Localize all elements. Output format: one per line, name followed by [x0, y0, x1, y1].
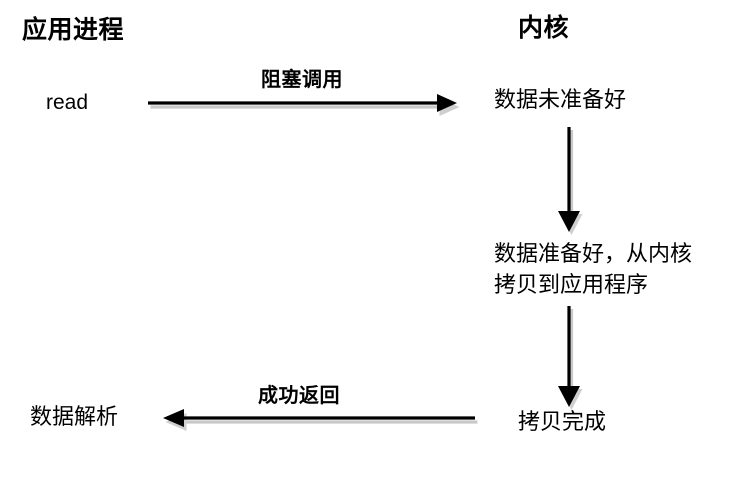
lane-title-application: 应用进程: [22, 16, 125, 44]
node-read-call: read: [46, 91, 89, 114]
lane-title-kernel: 内核: [518, 14, 570, 42]
node-data-not-ready: 数据未准备好: [494, 87, 627, 112]
node-data-ready-copy: 数据准备好，从内核 拷贝到应用程序: [494, 241, 693, 298]
edge-label-success-return: 成功返回: [258, 385, 340, 407]
node-data-parse: 数据解析: [30, 404, 119, 429]
node-copy-done: 拷贝完成: [518, 409, 607, 434]
edge-label-blocking-call: 阻塞调用: [261, 69, 343, 91]
